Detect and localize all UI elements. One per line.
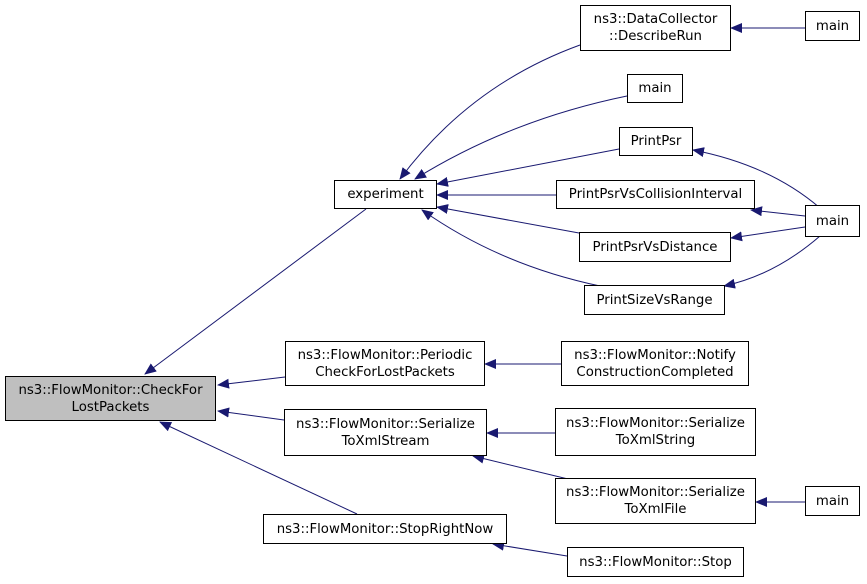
node-label-line: LostPackets [71,399,150,415]
node-stop-right-now[interactable]: ns3::FlowMonitor::StopRightNow [263,514,507,544]
node-label-line: PrintPsrVsDistance [592,239,718,255]
edge-stop-to-stopnow [492,540,568,557]
node-label-line: PrintSizeVsRange [596,292,713,308]
edge-main_c-to-printpsr [692,147,821,209]
edge-main_c-to-printsize [723,235,821,289]
edge-printpsr-to-experiment [436,148,620,187]
node-main[interactable]: main [805,205,860,237]
node-label-line: main [638,81,672,96]
edge-stopnow-to-checkfor [159,421,358,515]
node-label-line: ns3::FlowMonitor::Serialize [566,416,745,431]
node-label-line: ns3::FlowMonitor::Periodic [297,347,473,363]
node-label-line: ns3::FlowMonitor::Notify [574,347,736,363]
node-main[interactable]: main [805,11,860,41]
node-print-size-vs-range[interactable]: PrintSizeVsRange [584,285,725,315]
edge-printsize-to-experiment [421,209,601,287]
node-label-line: ::DescribeRun [609,29,702,44]
edge-serstream-to-checkfor [217,407,285,421]
node-label-line: ns3::FlowMonitor::Serialize [296,416,475,432]
node-print-psr[interactable]: PrintPsr [619,127,693,156]
node-label-line: PrintPsr [630,134,682,149]
node-label-line: PrintPsrVsCollisionInterval [568,187,743,202]
node-print-psr-vs-collision-interval[interactable]: PrintPsrVsCollisionInterval [556,180,755,209]
node-label-line: ns3::FlowMonitor::Stop [579,554,732,570]
node-label-line: ns3::FlowMonitor::StopRightNow [276,521,494,537]
edge-main_c-to-printpsrdist [730,226,806,242]
node-main[interactable]: main [627,74,683,103]
node-label-line: ToXmlStream [341,433,430,449]
node-flow-monitor-stop[interactable]: ns3::FlowMonitor::Stop [567,547,744,577]
node-data-collector-describe-run[interactable]: ns3::DataCollector::DescribeRun [580,5,731,51]
edge-describerun-to-experiment [399,44,581,180]
edge-experiment-to-checkfor [144,208,367,375]
node-label-line: main [815,18,850,34]
node-label-line: ToXmlFile [624,502,687,517]
node-experiment[interactable]: experiment [334,180,437,209]
node-label-line: experiment [347,187,424,202]
node-label-line: main [815,213,850,229]
edge-serfile-to-serstream [472,453,569,480]
node-label-line: ToXmlString [615,433,696,448]
node-label-line: ns3::FlowMonitor::Serialize [566,485,745,500]
edge-layer [144,23,821,557]
node-label-line: ns3::FlowMonitor::CheckFor [18,382,203,398]
edge-main_a-to-experiment [414,95,628,180]
node-main[interactable]: main [805,486,860,516]
node-print-psr-vs-distance[interactable]: PrintPsrVsDistance [579,232,731,262]
node-label-line: ConstructionCompleted [576,364,734,380]
node-label-line: main [815,493,850,509]
edge-main_c-to-printpsrci [750,206,806,217]
node-label-line: ns3::DataCollector [593,12,718,27]
node-label-line: CheckForLostPackets [315,364,455,380]
edge-periodic-to-checkfor [217,376,286,389]
edge-printpsrdist-to-experiment [436,204,580,234]
